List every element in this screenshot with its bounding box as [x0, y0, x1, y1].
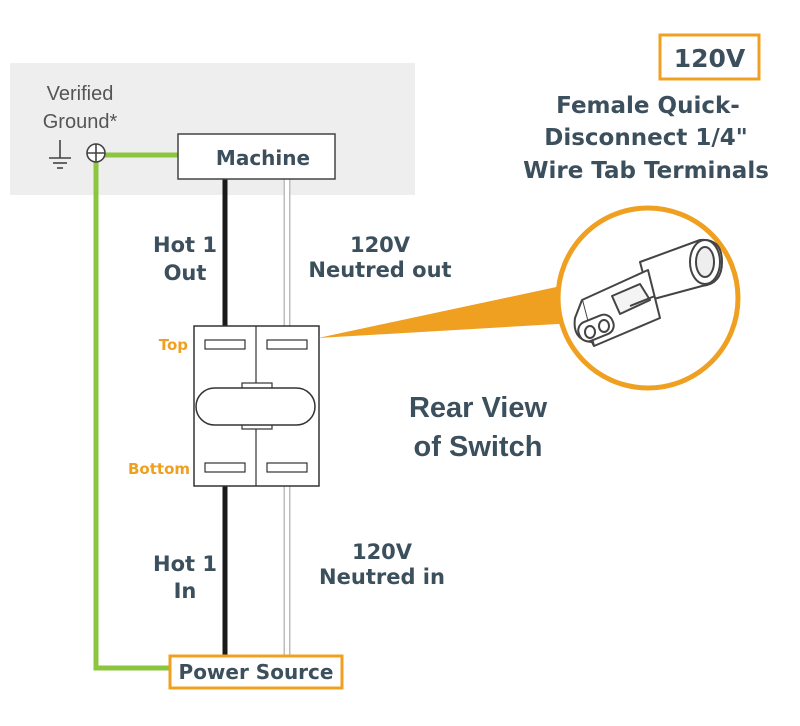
terminal-title-line2: Disconnect 1/4": [544, 125, 747, 151]
rear-view-label-line1: Rear View: [409, 392, 548, 424]
machine-label: Machine: [216, 146, 310, 170]
neutral-out-label-line2: Neutred out: [308, 258, 451, 282]
hot-out-label-line2: Out: [164, 261, 207, 285]
ground-wire: [93, 152, 178, 671]
voltage-badge: [658, 33, 761, 81]
quick-disconnect-terminal-icon: [573, 238, 723, 347]
terminal-tab-top-right: [266, 339, 308, 350]
terminal-callout: [555, 205, 741, 391]
terminal-title-line1: Female Quick-: [556, 93, 740, 119]
voltage-badge-label: 120V: [674, 44, 746, 73]
callout-beam: [318, 283, 592, 338]
ground-label-line1: Verified: [47, 83, 114, 105]
earth-ground-icon: [49, 140, 71, 169]
switch-rear-view: [193, 325, 320, 487]
hot-out-label-line1: Hot 1: [153, 233, 217, 257]
rocker-capsule: [195, 387, 316, 426]
machine-box: [177, 133, 336, 180]
terminal-tab-bottom-left: [204, 462, 246, 473]
switch-top-label: Top: [159, 336, 189, 354]
neutral-out-label-line1: 120V: [350, 233, 411, 257]
power-source-box: [168, 654, 344, 690]
ground-screw-icon: [86, 143, 106, 163]
power-source-label: Power Source: [179, 660, 334, 684]
rear-view-label-line2: of Switch: [414, 431, 543, 463]
switch-bottom-label: Bottom: [128, 460, 190, 478]
hot-in-label-line2: In: [174, 579, 197, 603]
hot-in-label-line1: Hot 1: [153, 552, 217, 576]
terminal-title-line3: Wire Tab Terminals: [523, 158, 769, 184]
neutral-in-label-line2: Neutred in: [319, 565, 445, 589]
ground-label-line2: Ground*: [43, 111, 118, 133]
neutral-in-label-line1: 120V: [352, 540, 413, 564]
terminal-tab-top-left: [204, 339, 246, 350]
terminal-tab-bottom-right: [266, 462, 308, 473]
